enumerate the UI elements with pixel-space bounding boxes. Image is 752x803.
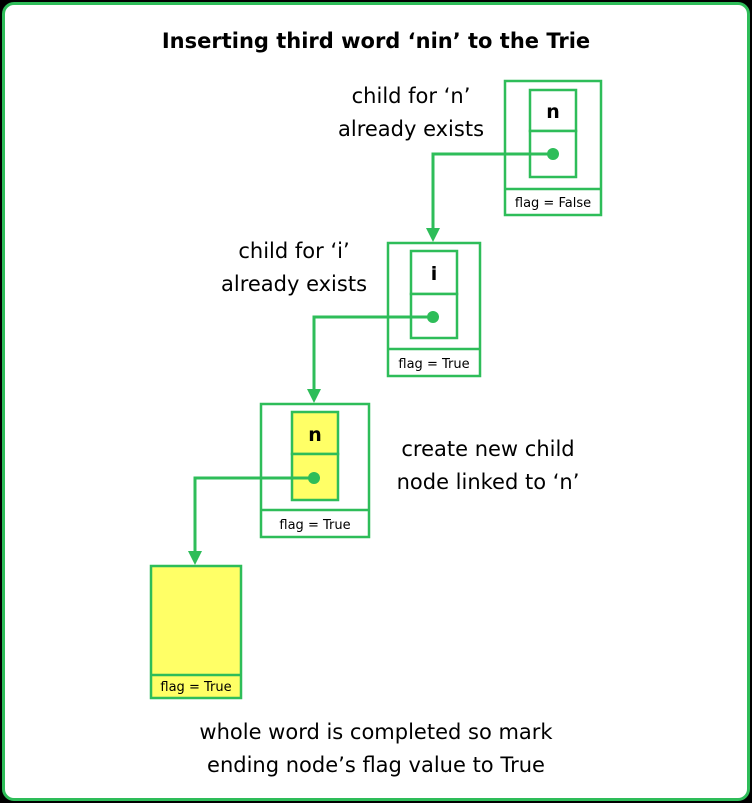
annotation-2-line-1: child for ‘i’ bbox=[238, 239, 349, 263]
node-3-letter-cell bbox=[290, 410, 340, 456]
annotation-node-1: child for ‘n’ already exists bbox=[338, 84, 484, 141]
node-3-letter: n bbox=[308, 424, 322, 446]
link-3-to-4 bbox=[188, 472, 320, 565]
annotation-3-line-1: create new child bbox=[401, 437, 574, 461]
link-2-to-3 bbox=[307, 311, 439, 403]
trie-node-1: n flag = False bbox=[503, 79, 603, 217]
annotation-node-4: whole word is completed so mark ending n… bbox=[199, 720, 553, 777]
trie-node-4: flag = True bbox=[149, 564, 243, 700]
link-3-arrowhead bbox=[188, 551, 202, 565]
annotation-node-3: create new child node linked to ‘n’ bbox=[397, 437, 580, 494]
node-1-flag: flag = False bbox=[515, 196, 591, 211]
annotation-1-line-1: child for ‘n’ bbox=[352, 84, 471, 108]
node-2-box bbox=[386, 241, 482, 378]
link-1-origin-dot bbox=[547, 148, 559, 160]
link-2-origin-dot bbox=[427, 311, 439, 323]
link-3-origin-dot bbox=[308, 472, 320, 484]
trie-node-2: i flag = True bbox=[386, 241, 482, 378]
annotation-2-line-2: already exists bbox=[221, 272, 367, 296]
link-1-arrowhead bbox=[426, 228, 440, 242]
node-3-flag: flag = True bbox=[279, 518, 350, 533]
link-2-arrowhead bbox=[307, 389, 321, 403]
node-4-flag: flag = True bbox=[160, 680, 231, 695]
node-3-box bbox=[259, 402, 371, 539]
link-3-line bbox=[193, 476, 314, 553]
diagram-title: Inserting third word ‘nin’ to the Trie bbox=[162, 29, 590, 53]
link-2-line bbox=[312, 315, 433, 391]
annotation-1-line-2: already exists bbox=[338, 117, 484, 141]
node-4-box bbox=[149, 564, 243, 700]
annotation-4-line-1: whole word is completed so mark bbox=[199, 720, 553, 744]
node-2-flag: flag = True bbox=[398, 357, 469, 372]
node-1-letter: n bbox=[546, 101, 560, 123]
trie-node-3: n flag = True bbox=[259, 402, 371, 539]
annotation-node-2: child for ‘i’ already exists bbox=[221, 239, 367, 296]
node-2-letter: i bbox=[431, 263, 438, 285]
annotation-3-line-2: node linked to ‘n’ bbox=[397, 470, 580, 494]
link-1-line bbox=[431, 152, 553, 230]
annotation-4-line-2: ending node’s flag value to True bbox=[207, 753, 545, 777]
link-1-to-2 bbox=[426, 148, 559, 242]
node-1-box bbox=[503, 79, 603, 217]
